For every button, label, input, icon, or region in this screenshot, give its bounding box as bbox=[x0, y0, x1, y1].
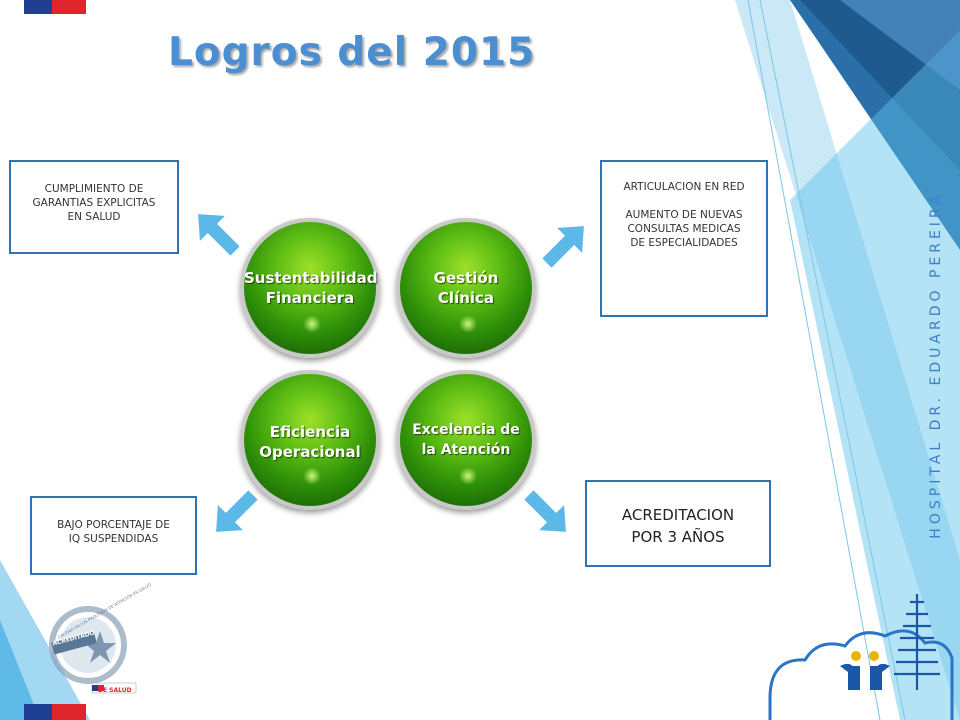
circle-sustentabilidad-financiera: Sustentabilidad Financiera bbox=[240, 218, 380, 358]
flag-top bbox=[24, 0, 86, 14]
hospital-name-vertical: HOSPITAL DR. EDUARDO PEREIRA bbox=[928, 191, 944, 539]
box-garantias: CUMPLIMIENTO DE GARANTIAS EXPLICITAS EN … bbox=[9, 160, 179, 254]
page-title: Logros del 2015 bbox=[168, 30, 536, 75]
box-acreditacion: ACREDITACION POR 3 AÑOS bbox=[585, 480, 771, 567]
accreditation-seal-icon bbox=[49, 606, 137, 694]
arrow-up-right-icon bbox=[538, 222, 588, 272]
circle-eficiencia-operacional: Eficiencia Operacional bbox=[240, 370, 380, 510]
seal-footer-text: DE SALUD bbox=[98, 687, 132, 694]
arrow-up-left-icon bbox=[194, 210, 244, 260]
arrow-down-right-icon bbox=[520, 486, 570, 536]
box-articulacion: ARTICULACION EN RED AUMENTO DE NUEVAS CO… bbox=[600, 160, 768, 317]
arrow-down-left-icon bbox=[212, 486, 262, 536]
box-iq-suspendidas: BAJO PORCENTAJE DE IQ SUSPENDIDAS bbox=[30, 496, 197, 575]
flag-bottom bbox=[24, 704, 86, 720]
circle-excelencia-atencion: Excelencia de la Atención bbox=[396, 370, 536, 510]
hospital-logo-icon bbox=[768, 594, 954, 720]
circle-gestion-clinica: Gestión Clínica bbox=[396, 218, 536, 358]
